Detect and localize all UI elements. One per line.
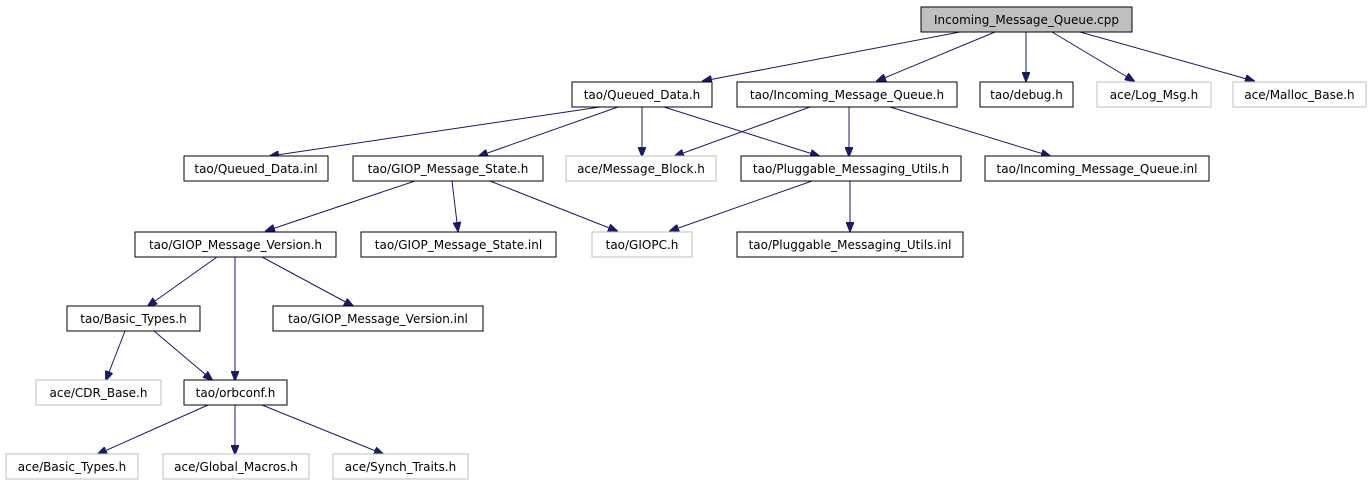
edge-orbconf-h-ace-basic-types-h — [98, 404, 209, 454]
node-incoming-message-queue-inl[interactable]: tao/Incoming_Message_Queue.inl — [984, 155, 1210, 182]
node-giop-message-state-inl[interactable]: tao/GIOP_Message_State.inl — [360, 231, 557, 258]
node-giop-message-state-h[interactable]: tao/GIOP_Message_State.h — [352, 155, 544, 182]
edge-queued-data-h-giop-message-state-h — [479, 106, 619, 156]
node-label: tao/orbconf.h — [196, 386, 276, 400]
nodes: Incoming_Message_Queue.cpp tao/Queued_Da… — [5, 6, 1367, 480]
node-label: Incoming_Message_Queue.cpp — [934, 13, 1119, 27]
node-pluggable-messaging-utils-inl[interactable]: tao/Pluggable_Messaging_Utils.inl — [736, 231, 964, 258]
edge-queued-data-h-queued-data-inl — [270, 106, 601, 156]
node-label: tao/GIOP_Message_Version.inl — [288, 312, 468, 326]
node-message-block-h[interactable]: ace/Message_Block.h — [565, 155, 717, 182]
node-queued-data-inl[interactable]: tao/Queued_Data.inl — [183, 155, 329, 182]
edge-root-queued-data-h — [703, 31, 961, 81]
edge-incoming-message-queue-h-message-block-h — [675, 106, 811, 156]
node-basic-types-h[interactable]: tao/Basic_Types.h — [66, 305, 201, 332]
node-label: ace/Basic_Types.h — [18, 460, 126, 474]
node-malloc-base-h[interactable]: ace/Malloc_Base.h — [1232, 81, 1367, 108]
node-giopc-h[interactable]: tao/GIOPC.h — [591, 231, 693, 258]
edge-giop-message-state-h-giopc-h — [489, 180, 617, 231]
edge-orbconf-h-synch-traits-h — [261, 404, 383, 454]
node-giop-message-version-h[interactable]: tao/GIOP_Message_Version.h — [134, 231, 337, 258]
node-incoming-message-queue-h[interactable]: tao/Incoming_Message_Queue.h — [736, 81, 958, 108]
node-global-macros-h[interactable]: ace/Global_Macros.h — [162, 453, 310, 480]
node-label: tao/Queued_Data.inl — [194, 162, 317, 176]
node-ace-basic-types-h[interactable]: ace/Basic_Types.h — [5, 453, 139, 480]
node-orbconf-h[interactable]: tao/orbconf.h — [183, 379, 288, 406]
node-label: tao/Incoming_Message_Queue.inl — [997, 162, 1198, 176]
node-label: tao/GIOPC.h — [606, 238, 679, 252]
edge-incoming-message-queue-h-incoming-message-queue-inl — [889, 106, 1050, 156]
node-pluggable-messaging-utils-h[interactable]: tao/Pluggable_Messaging_Utils.h — [740, 155, 962, 182]
node-label: ace/Synch_Traits.h — [345, 460, 456, 474]
node-label: tao/Pluggable_Messaging_Utils.inl — [749, 238, 952, 252]
node-label: ace/Global_Macros.h — [174, 460, 298, 474]
node-root[interactable]: Incoming_Message_Queue.cpp — [920, 6, 1133, 33]
node-queued-data-h[interactable]: tao/Queued_Data.h — [571, 81, 713, 108]
node-label: tao/Incoming_Message_Queue.h — [750, 88, 944, 102]
edge-basic-types-h-cdr-base-h — [106, 330, 126, 380]
node-label: tao/GIOP_Message_State.inl — [375, 238, 542, 252]
node-label: tao/GIOP_Message_State.h — [368, 162, 529, 176]
edge-pluggable-messaging-utils-h-giopc-h — [670, 180, 813, 231]
edge-giop-message-state-h-giop-message-version-h — [266, 180, 416, 231]
edges — [98, 31, 1254, 454]
node-cdr-base-h[interactable]: ace/CDR_Base.h — [35, 379, 162, 406]
node-label: ace/Log_Msg.h — [1110, 88, 1198, 102]
node-label: tao/debug.h — [990, 88, 1063, 102]
node-label: tao/GIOP_Message_Version.h — [149, 238, 322, 252]
edge-root-log-msg-h — [1051, 31, 1134, 81]
node-label: ace/Message_Block.h — [577, 162, 705, 176]
node-debug-h[interactable]: tao/debug.h — [979, 81, 1074, 108]
node-label: tao/Pluggable_Messaging_Utils.h — [753, 162, 949, 176]
edge-basic-types-h-orbconf-h — [153, 330, 212, 380]
edge-root-malloc-base-h — [1079, 31, 1254, 81]
node-synch-traits-h[interactable]: ace/Synch_Traits.h — [332, 453, 469, 480]
node-label: ace/Malloc_Base.h — [1244, 88, 1354, 102]
node-label: tao/Queued_Data.h — [584, 88, 701, 102]
edge-giop-message-version-h-basic-types-h — [148, 256, 218, 306]
edge-giop-message-version-h-giop-message-version-inl — [261, 256, 353, 306]
edge-giop-message-state-h-giop-message-state-inl — [451, 180, 458, 231]
node-label: tao/Basic_Types.h — [80, 312, 186, 326]
node-log-msg-h[interactable]: ace/Log_Msg.h — [1096, 81, 1212, 108]
edge-root-incoming-message-queue-h — [877, 31, 996, 81]
node-label: ace/CDR_Base.h — [50, 386, 148, 400]
node-giop-message-version-inl[interactable]: tao/GIOP_Message_Version.inl — [272, 305, 484, 332]
